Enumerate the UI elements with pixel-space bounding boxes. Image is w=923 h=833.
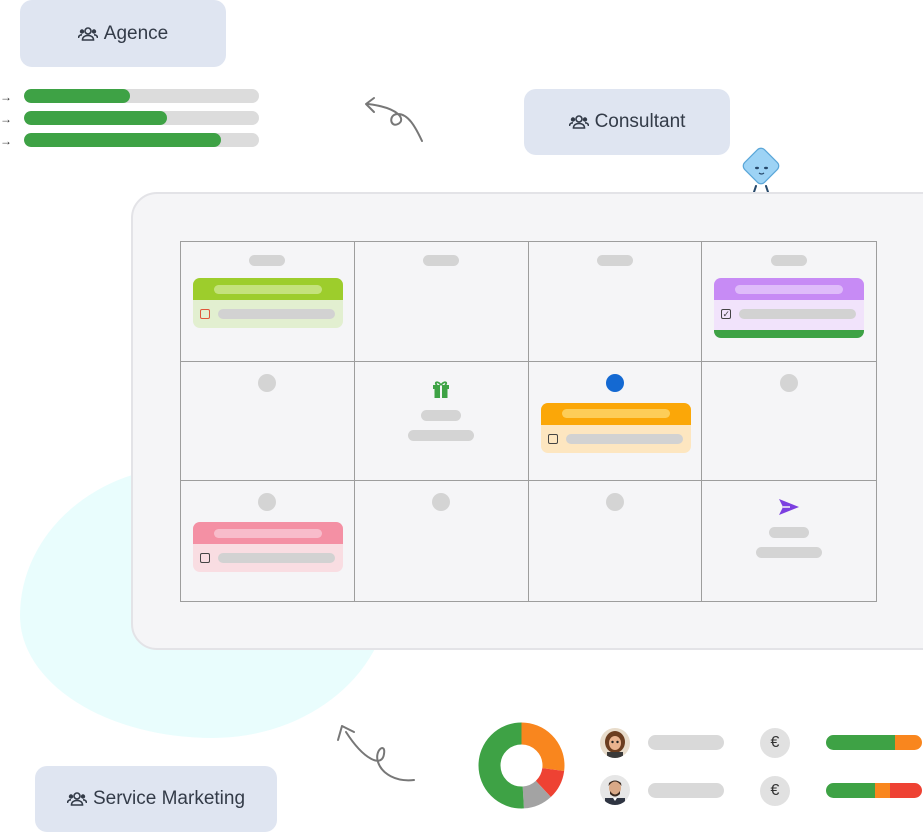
progress-track xyxy=(24,133,259,147)
role-consultant: Consultant xyxy=(524,89,730,155)
calendar-cell[interactable] xyxy=(181,242,355,362)
task-checkbox-checked[interactable]: ✓ xyxy=(721,309,732,319)
task-body: ✓ xyxy=(714,300,864,328)
curved-arrow-icon xyxy=(337,725,415,782)
status-dot xyxy=(258,493,277,512)
arrow-right-icon: → xyxy=(0,134,12,148)
donut-segment-3 xyxy=(478,722,565,809)
curved-arrow-icon xyxy=(365,97,423,142)
calendar-cell[interactable] xyxy=(354,242,529,362)
day-label-placeholder xyxy=(249,255,286,266)
task-card-lime[interactable] xyxy=(193,278,343,328)
day-label-placeholder xyxy=(423,255,460,266)
role-service-marketing: Service Marketing xyxy=(35,766,277,832)
calendar-cell[interactable] xyxy=(702,362,876,482)
status-dot xyxy=(780,373,799,392)
progress-row: → xyxy=(0,130,259,152)
progress-list: → → → xyxy=(0,86,259,152)
send-icon xyxy=(779,499,800,516)
users-icon xyxy=(77,26,98,41)
avatar-woman xyxy=(600,728,630,758)
progress-fill xyxy=(24,89,130,103)
budget-bar-segment xyxy=(895,735,922,750)
day-label-placeholder xyxy=(596,255,633,266)
calendar-cell[interactable] xyxy=(528,242,703,362)
progress-fill xyxy=(24,111,168,125)
calendar-cell[interactable]: ✓ xyxy=(702,242,876,362)
avatar-man xyxy=(600,775,630,805)
task-header xyxy=(193,522,343,545)
budget-bar-segment xyxy=(874,783,891,798)
task-status-bar xyxy=(714,330,865,338)
calendar-cell[interactable] xyxy=(529,481,703,601)
euro-icon: € xyxy=(760,776,790,806)
euro-icon: € xyxy=(760,728,790,758)
budget-bar xyxy=(826,783,922,798)
donut-chart xyxy=(478,722,565,809)
task-checkbox[interactable] xyxy=(547,433,558,444)
task-body xyxy=(541,425,691,453)
placeholder-lines xyxy=(756,527,823,559)
day-label-placeholder xyxy=(771,255,808,266)
status-dot xyxy=(432,493,451,512)
progress-track xyxy=(24,111,259,125)
calendar-grid: ✓ xyxy=(180,241,877,602)
arrow-right-icon: → xyxy=(0,90,12,104)
progress-row: → xyxy=(0,108,259,130)
status-dot xyxy=(258,373,277,392)
task-card-pink[interactable] xyxy=(193,522,343,573)
budget-bar-segment xyxy=(890,783,922,798)
task-checkbox[interactable] xyxy=(200,553,210,564)
calendar-cell[interactable] xyxy=(528,361,703,482)
task-body xyxy=(193,300,343,328)
row-placeholder xyxy=(648,735,724,750)
progress-row: → xyxy=(0,86,259,108)
users-icon xyxy=(568,115,589,129)
status-dot-active xyxy=(605,373,624,392)
task-card-orange[interactable] xyxy=(540,402,691,453)
calendar-cell[interactable] xyxy=(181,481,355,601)
calendar-board xyxy=(131,192,923,650)
gift-icon xyxy=(433,381,450,398)
task-header xyxy=(193,278,343,300)
users-icon xyxy=(66,792,87,806)
calendar-cell[interactable] xyxy=(354,361,529,482)
role-label: Consultant xyxy=(594,111,686,132)
calendar-cell[interactable] xyxy=(355,481,529,601)
status-dot xyxy=(605,493,624,512)
progress-fill xyxy=(24,133,222,147)
task-body xyxy=(193,544,343,572)
budget-bar-segment xyxy=(826,783,875,798)
progress-track xyxy=(24,89,259,103)
calendar-cell[interactable] xyxy=(181,361,355,482)
placeholder-lines xyxy=(408,409,475,441)
budget-bar-segment xyxy=(826,735,896,750)
task-checkbox[interactable] xyxy=(200,309,210,319)
task-header xyxy=(540,402,691,425)
role-label: Agence xyxy=(103,22,169,44)
row-placeholder xyxy=(648,783,724,798)
role-agence: Agence xyxy=(20,0,226,67)
arrow-right-icon: → xyxy=(0,112,12,126)
task-header xyxy=(714,278,865,300)
calendar-cell[interactable] xyxy=(702,481,876,601)
mascot-icon xyxy=(742,147,780,193)
task-card-purple[interactable]: ✓ xyxy=(714,278,865,338)
role-label: Service Marketing xyxy=(92,788,246,809)
budget-bar xyxy=(826,735,922,750)
